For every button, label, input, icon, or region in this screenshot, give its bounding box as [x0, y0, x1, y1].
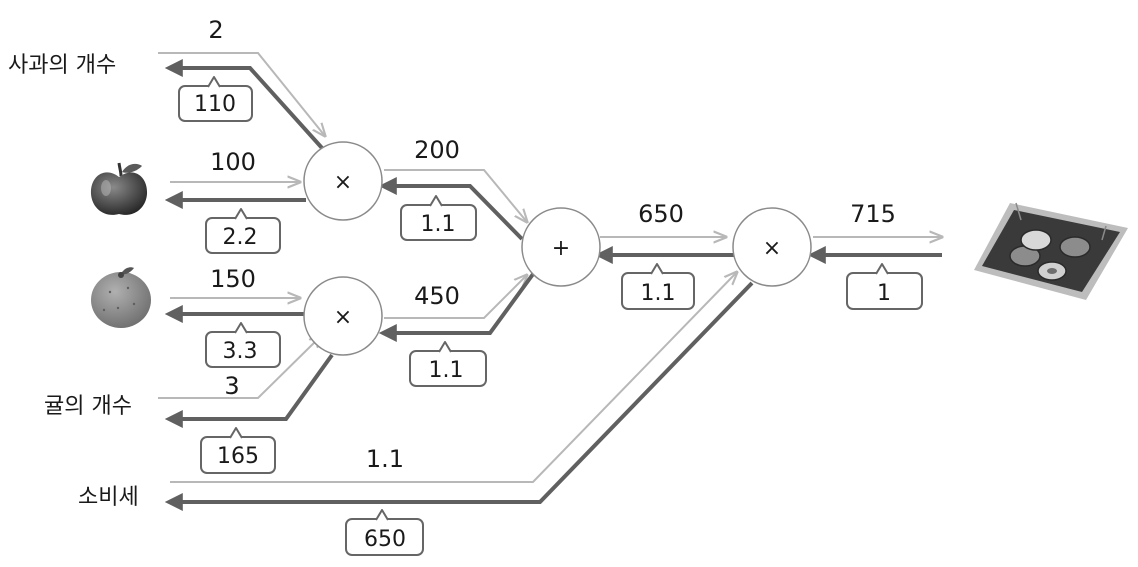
coin-tray-icon: [974, 202, 1128, 300]
forward-value-orange-count: 3: [224, 372, 239, 400]
gradient-box-total: 1: [846, 263, 923, 310]
backward-edge-apple-total: [378, 177, 524, 241]
gradient-box-tax: 650: [345, 509, 424, 556]
gradient-value-orange-price: 3.3: [223, 339, 258, 364]
add-node-symbol: +: [552, 236, 570, 261]
forward-value-apple-total: 200: [414, 136, 460, 164]
forward-value-orange-total: 450: [414, 282, 460, 310]
gradient-box-subtotal: 1.1: [621, 263, 695, 310]
gradient-box-orange-count: 165: [200, 427, 276, 474]
orange-icon: [91, 267, 151, 328]
tax-label: 소비세: [78, 485, 139, 510]
gradient-value-total: 1: [877, 281, 891, 306]
orange-count-label: 귤의 개수: [44, 394, 132, 419]
multiply-node-apple: ×: [303, 141, 383, 221]
apple-icon: [90, 162, 148, 215]
backward-edge-apple-count: [164, 59, 324, 150]
backward-edge-tax: [164, 281, 754, 511]
gradient-box-apple-price: 2.2: [205, 208, 281, 254]
gradient-value-subtotal: 1.1: [641, 281, 676, 306]
multiply-node-orange-symbol: ×: [334, 305, 352, 330]
add-node: +: [521, 207, 601, 287]
apple-count-label: 사과의 개수: [8, 53, 116, 78]
forward-value-apple-count: 2: [208, 16, 223, 44]
forward-value-orange-price: 150: [210, 265, 256, 293]
backward-edge-orange-count: [164, 353, 334, 428]
forward-edge-tax: [170, 272, 737, 483]
forward-value-subtotal: 650: [638, 200, 684, 228]
forward-edge-orange-total: [384, 275, 527, 319]
forward-value-apple-price: 100: [210, 148, 256, 176]
gradient-box-apple-total: 1.1: [400, 195, 477, 241]
gradient-value-orange-total: 1.1: [429, 358, 464, 383]
gradient-value-orange-count: 165: [217, 444, 259, 469]
multiply-node-tax: ×: [732, 207, 812, 287]
gradient-value-apple-count: 110: [194, 92, 236, 117]
multiply-node-tax-symbol: ×: [763, 236, 781, 261]
forward-value-total: 715: [850, 200, 896, 228]
gradient-box-orange-total: 1.1: [409, 341, 487, 387]
gradient-value-tax: 650: [364, 527, 406, 552]
forward-value-tax: 1.1: [366, 445, 404, 473]
gradient-value-apple-price: 2.2: [223, 225, 258, 250]
multiply-node-orange: ×: [303, 276, 383, 356]
multiply-node-apple-symbol: ×: [334, 170, 352, 195]
gradient-box-apple-count: 110: [178, 76, 253, 122]
gradient-value-apple-total: 1.1: [421, 212, 456, 237]
forward-edge-orange-count: [158, 335, 322, 399]
forward-edge-apple-count: [158, 52, 325, 136]
gradient-box-orange-price: 3.3: [205, 322, 281, 368]
backward-edge-orange-total: [378, 268, 538, 342]
forward-edge-apple-total: [384, 169, 527, 222]
